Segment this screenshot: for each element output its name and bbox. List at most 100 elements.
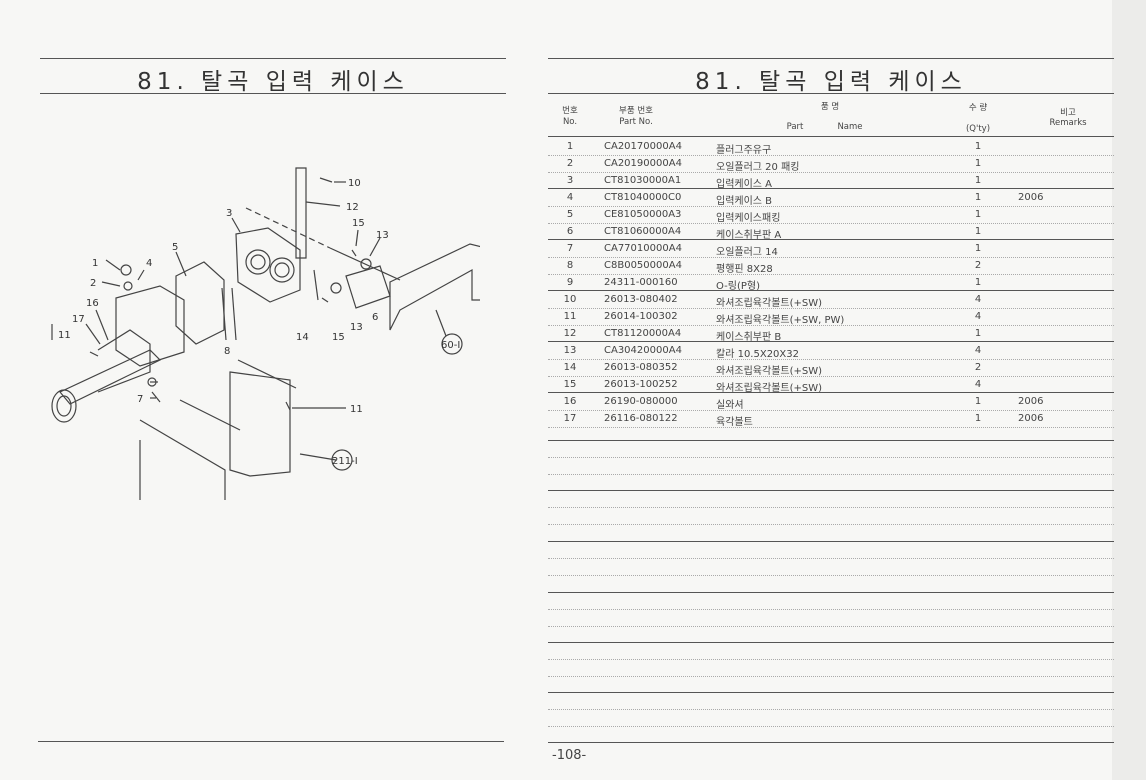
row-divider xyxy=(548,274,1114,275)
row-remarks: 2006 xyxy=(1018,396,1044,407)
row-part-name: 입력케이스 A xyxy=(716,179,773,190)
svg-text:15: 15 xyxy=(352,218,365,229)
svg-text:13: 13 xyxy=(350,322,363,333)
row-part-number: 24311-000160 xyxy=(604,277,678,288)
svg-text:1: 1 xyxy=(92,258,98,269)
row-part-name: 케이스취부판 A xyxy=(716,230,782,241)
right-page-title: 81. 탈곡 입력 케이스 xyxy=(695,69,967,95)
right-title-rule-top xyxy=(548,58,1114,59)
row-divider xyxy=(548,427,1114,428)
table-bottom-rule xyxy=(548,742,1114,743)
row-part-name: 입력케이스패킹 xyxy=(716,213,781,224)
svg-text:211-I: 211-I xyxy=(332,456,358,467)
row-divider xyxy=(548,257,1114,258)
svg-text:11: 11 xyxy=(350,404,363,415)
header-no-en: No. xyxy=(562,117,578,127)
row-divider xyxy=(548,410,1114,411)
row-no: 3 xyxy=(566,175,574,186)
row-divider xyxy=(548,359,1114,360)
header-remarks-kr: 비고 xyxy=(1060,108,1076,118)
row-no: 5 xyxy=(566,209,574,220)
row-no: 10 xyxy=(563,294,577,305)
row-part-name: 와셔조립육각볼트(+SW) xyxy=(716,366,823,377)
group-divider xyxy=(548,642,1114,643)
row-qty: 1 xyxy=(974,328,982,339)
row-qty: 1 xyxy=(974,226,982,237)
row-divider xyxy=(548,558,1114,559)
header-part-en: Part No. xyxy=(619,117,653,127)
group-divider xyxy=(548,440,1114,441)
group-divider xyxy=(548,490,1114,491)
row-no: 1 xyxy=(566,141,574,152)
row-divider xyxy=(548,206,1114,207)
row-qty: 4 xyxy=(974,294,982,305)
row-qty: 4 xyxy=(974,345,982,356)
svg-text:5: 5 xyxy=(172,242,178,253)
left-title-rule-bottom xyxy=(40,93,506,94)
row-no: 6 xyxy=(566,226,574,237)
row-qty: 2 xyxy=(974,362,982,373)
row-part-name: 입력케이스 B xyxy=(716,196,773,207)
row-divider xyxy=(548,609,1114,610)
row-divider xyxy=(548,325,1114,326)
row-divider xyxy=(548,676,1114,677)
row-part-number: CT81040000C0 xyxy=(604,192,682,203)
row-divider xyxy=(548,223,1114,224)
row-part-name: 실와셔 xyxy=(716,400,744,411)
svg-text:12: 12 xyxy=(346,202,359,213)
svg-text:17: 17 xyxy=(72,314,85,325)
row-divider xyxy=(548,172,1114,173)
header-no-kr: 번호 xyxy=(562,106,578,116)
row-qty: 4 xyxy=(974,311,982,322)
row-qty: 1 xyxy=(974,158,982,169)
group-divider xyxy=(548,541,1114,542)
row-part-number: CA20170000A4 xyxy=(604,141,682,152)
row-qty: 4 xyxy=(974,379,982,390)
row-part-number: C8B0050000A4 xyxy=(604,260,682,271)
group-divider xyxy=(548,341,1114,342)
svg-text:10: 10 xyxy=(348,178,361,189)
header-name-kr: 품 명 xyxy=(820,102,840,112)
svg-text:7: 7 xyxy=(137,394,143,405)
page-edge xyxy=(1112,0,1146,780)
row-divider xyxy=(548,507,1114,508)
row-qty: 1 xyxy=(974,277,982,288)
row-no: 15 xyxy=(563,379,577,390)
svg-text:16: 16 xyxy=(86,298,99,309)
svg-text:60-I: 60-I xyxy=(441,340,460,351)
row-part-name: O-링(P형) xyxy=(716,281,760,292)
row-no: 8 xyxy=(566,260,574,271)
svg-text:4: 4 xyxy=(146,258,152,269)
svg-text:8: 8 xyxy=(224,346,230,357)
row-remarks: 2006 xyxy=(1018,192,1044,203)
svg-text:11: 11 xyxy=(58,330,71,341)
row-part-name: 오일플러그 14 xyxy=(716,247,778,258)
row-qty: 2 xyxy=(974,260,982,271)
row-part-name: 오일플러그 20 패킹 xyxy=(716,162,800,173)
row-part-number: 26116-080122 xyxy=(604,413,678,424)
row-part-number: CA20190000A4 xyxy=(604,158,682,169)
group-divider xyxy=(548,592,1114,593)
row-divider xyxy=(548,626,1114,627)
left-page-title: 81. 탈곡 입력 케이스 xyxy=(137,69,409,95)
left-footer-rule xyxy=(38,741,504,742)
right-title-rule-bottom xyxy=(548,93,1114,94)
row-no: 13 xyxy=(563,345,577,356)
group-divider xyxy=(548,188,1114,189)
row-divider xyxy=(548,726,1114,727)
group-divider xyxy=(548,239,1114,240)
page-number: -108- xyxy=(552,748,587,763)
